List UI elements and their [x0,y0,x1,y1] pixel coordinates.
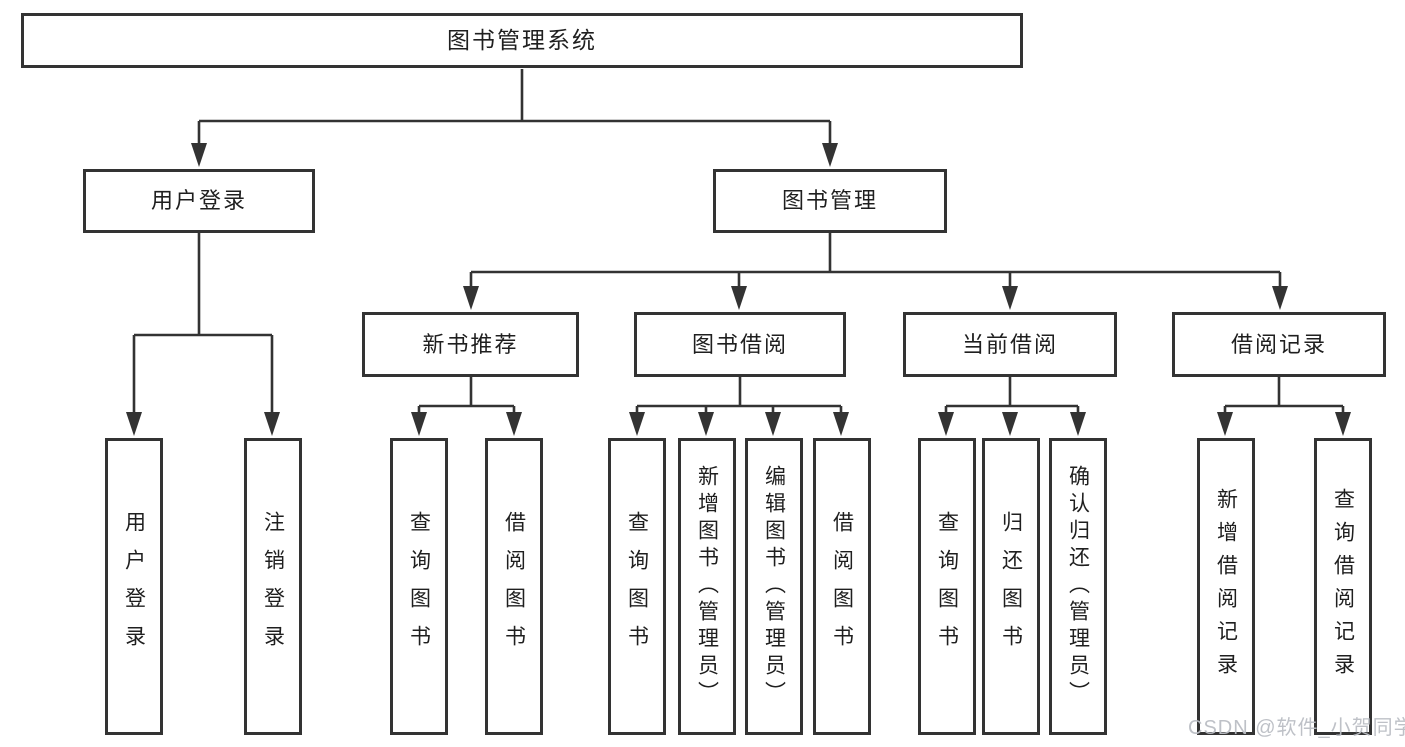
node-book-management-label: 图书管理 [781,188,878,213]
leaf-query-borrow-record-label: 查询借阅记录 [1331,487,1355,686]
node-book-management: 图书管理 [713,169,947,233]
leaf-logout: 注销登录 [244,438,302,735]
leaf-add-books-admin-label: 新增图书（管理员） [695,465,719,708]
node-user-login-label: 用户登录 [150,188,247,213]
leaf-add-borrow-record-label: 新增借阅记录 [1214,487,1238,686]
node-book-borrow-label: 图书借阅 [691,331,788,357]
leaf-query-books-1-label: 查询图书 [407,510,431,663]
leaf-query-books-3: 查询图书 [918,438,976,735]
leaf-edit-books-admin-label: 编辑图书（管理员） [762,465,786,708]
leaf-query-books-2: 查询图书 [608,438,666,735]
leaf-query-books-1: 查询图书 [390,438,448,735]
node-borrow-records-label: 借阅记录 [1230,331,1327,357]
node-borrow-records: 借阅记录 [1172,312,1386,377]
node-user-login: 用户登录 [83,169,315,233]
leaf-confirm-return-admin-label: 确认归还（管理员） [1066,465,1090,708]
leaf-return-books: 归还图书 [982,438,1040,735]
watermark-text: CSDN @软件_小贺同学 [1188,717,1405,739]
leaf-query-borrow-record: 查询借阅记录 [1314,438,1372,735]
node-book-borrow: 图书借阅 [634,312,846,377]
leaf-borrow-books-2-label: 借阅图书 [830,510,854,663]
leaf-user-login: 用户登录 [105,438,163,735]
node-library-system: 图书管理系统 [21,13,1023,68]
leaf-add-borrow-record: 新增借阅记录 [1197,438,1255,735]
node-library-system-label: 图书管理系统 [447,27,597,53]
leaf-add-books-admin: 新增图书（管理员） [678,438,736,735]
leaf-borrow-books-2: 借阅图书 [813,438,871,735]
leaf-user-login-label: 用户登录 [122,510,146,663]
leaf-query-books-2-label: 查询图书 [625,510,649,663]
leaf-return-books-label: 归还图书 [999,510,1023,663]
leaf-confirm-return-admin: 确认归还（管理员） [1049,438,1107,735]
node-new-book-recommend-label: 新书推荐 [422,331,519,357]
leaf-logout-label: 注销登录 [261,510,285,663]
leaf-borrow-books-1-label: 借阅图书 [502,510,526,663]
leaf-edit-books-admin: 编辑图书（管理员） [745,438,803,735]
leaf-query-books-3-label: 查询图书 [935,510,959,663]
node-new-book-recommend: 新书推荐 [362,312,579,377]
leaf-borrow-books-1: 借阅图书 [485,438,543,735]
node-current-borrow: 当前借阅 [903,312,1117,377]
node-current-borrow-label: 当前借阅 [961,331,1058,357]
